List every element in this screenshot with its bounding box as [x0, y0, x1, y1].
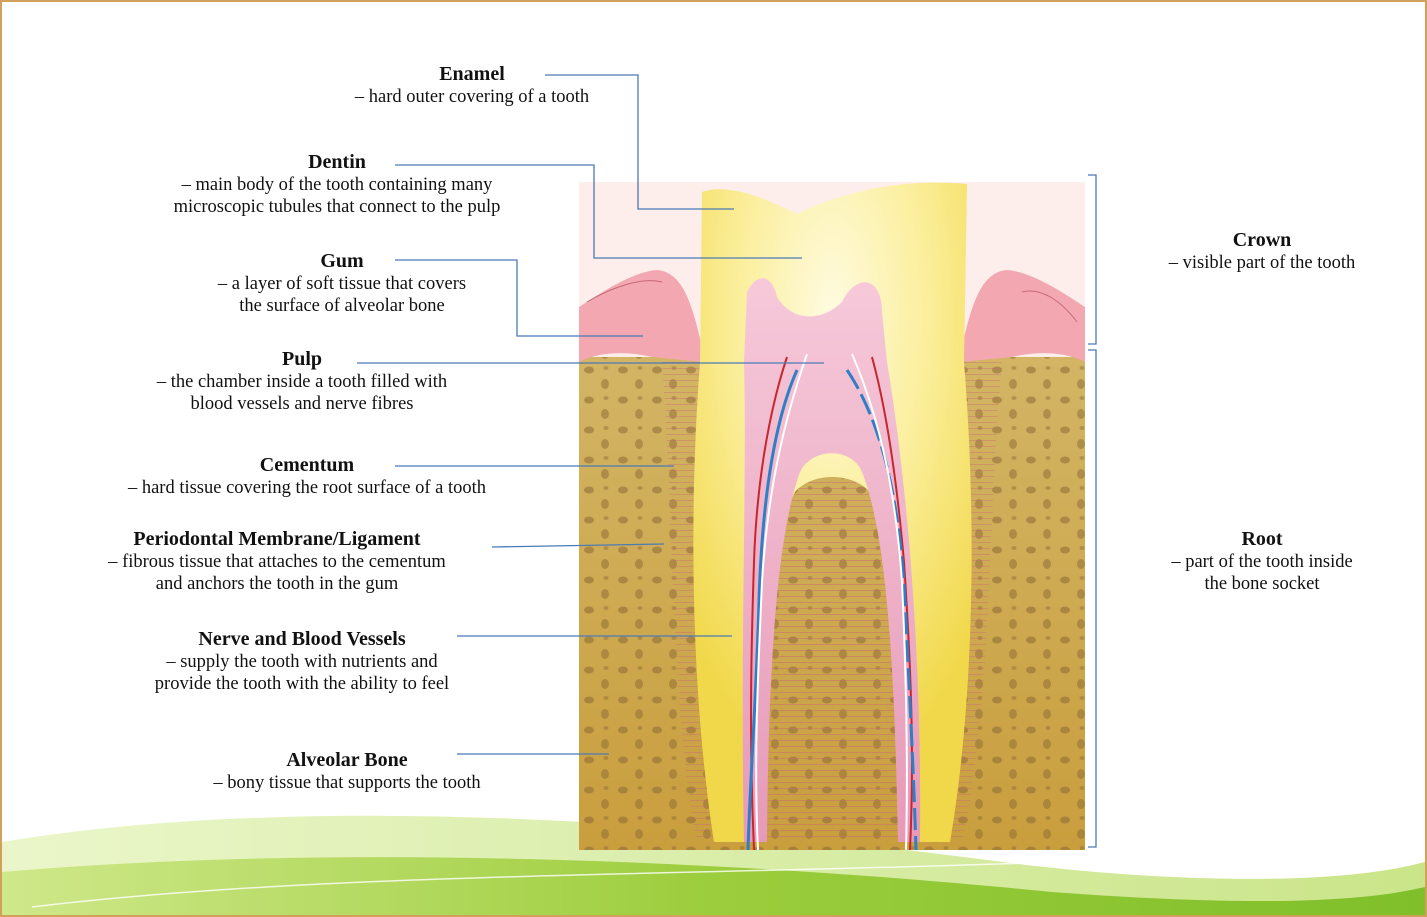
label-title: Pulp — [72, 347, 532, 371]
label-title: Enamel — [202, 62, 742, 86]
label-description: and anchors the tooth in the gum — [22, 573, 532, 595]
label-description: – bony tissue that supports the tooth — [132, 772, 562, 794]
label-title: Gum — [132, 249, 552, 273]
label-title: Root — [1112, 527, 1412, 551]
label-pulp: Pulp – the chamber inside a tooth filled… — [72, 347, 532, 415]
label-crown: Crown – visible part of the tooth — [1112, 228, 1412, 274]
label-description: – a layer of soft tissue that covers — [132, 273, 552, 295]
label-description: provide the tooth with the ability to fe… — [72, 673, 532, 695]
label-dentin: Dentin – main body of the tooth containi… — [62, 150, 612, 218]
label-description: – hard tissue covering the root surface … — [32, 477, 582, 499]
label-root: Root – part of the tooth inside the bone… — [1112, 527, 1412, 595]
label-description: microscopic tubules that connect to the … — [62, 196, 612, 218]
label-title: Cementum — [32, 453, 582, 477]
label-periodontal-ligament: Periodontal Membrane/Ligament – fibrous … — [22, 527, 532, 595]
label-title: Periodontal Membrane/Ligament — [22, 527, 532, 551]
label-description: blood vessels and nerve fibres — [72, 393, 532, 415]
label-description: the surface of alveolar bone — [132, 295, 552, 317]
label-description: – the chamber inside a tooth filled with — [72, 371, 532, 393]
label-description: the bone socket — [1112, 573, 1412, 595]
label-description: – supply the tooth with nutrients and — [72, 651, 532, 673]
label-alveolar-bone: Alveolar Bone – bony tissue that support… — [132, 748, 562, 794]
label-title: Crown — [1112, 228, 1412, 252]
label-description: – main body of the tooth containing many — [62, 174, 612, 196]
label-gum: Gum – a layer of soft tissue that covers… — [132, 249, 552, 317]
label-description: – visible part of the tooth — [1112, 252, 1412, 274]
label-description: – hard outer covering of a tooth — [202, 86, 742, 108]
tooth-cross-section — [579, 182, 1085, 850]
label-enamel: Enamel – hard outer covering of a tooth — [202, 62, 742, 108]
brackets — [1088, 175, 1096, 847]
label-title: Alveolar Bone — [132, 748, 562, 772]
label-title: Nerve and Blood Vessels — [72, 627, 532, 651]
label-cementum: Cementum – hard tissue covering the root… — [32, 453, 582, 499]
label-nerve-blood-vessels: Nerve and Blood Vessels – supply the too… — [72, 627, 532, 695]
label-description: – part of the tooth inside — [1112, 551, 1412, 573]
label-title: Dentin — [62, 150, 612, 174]
label-description: – fibrous tissue that attaches to the ce… — [22, 551, 532, 573]
